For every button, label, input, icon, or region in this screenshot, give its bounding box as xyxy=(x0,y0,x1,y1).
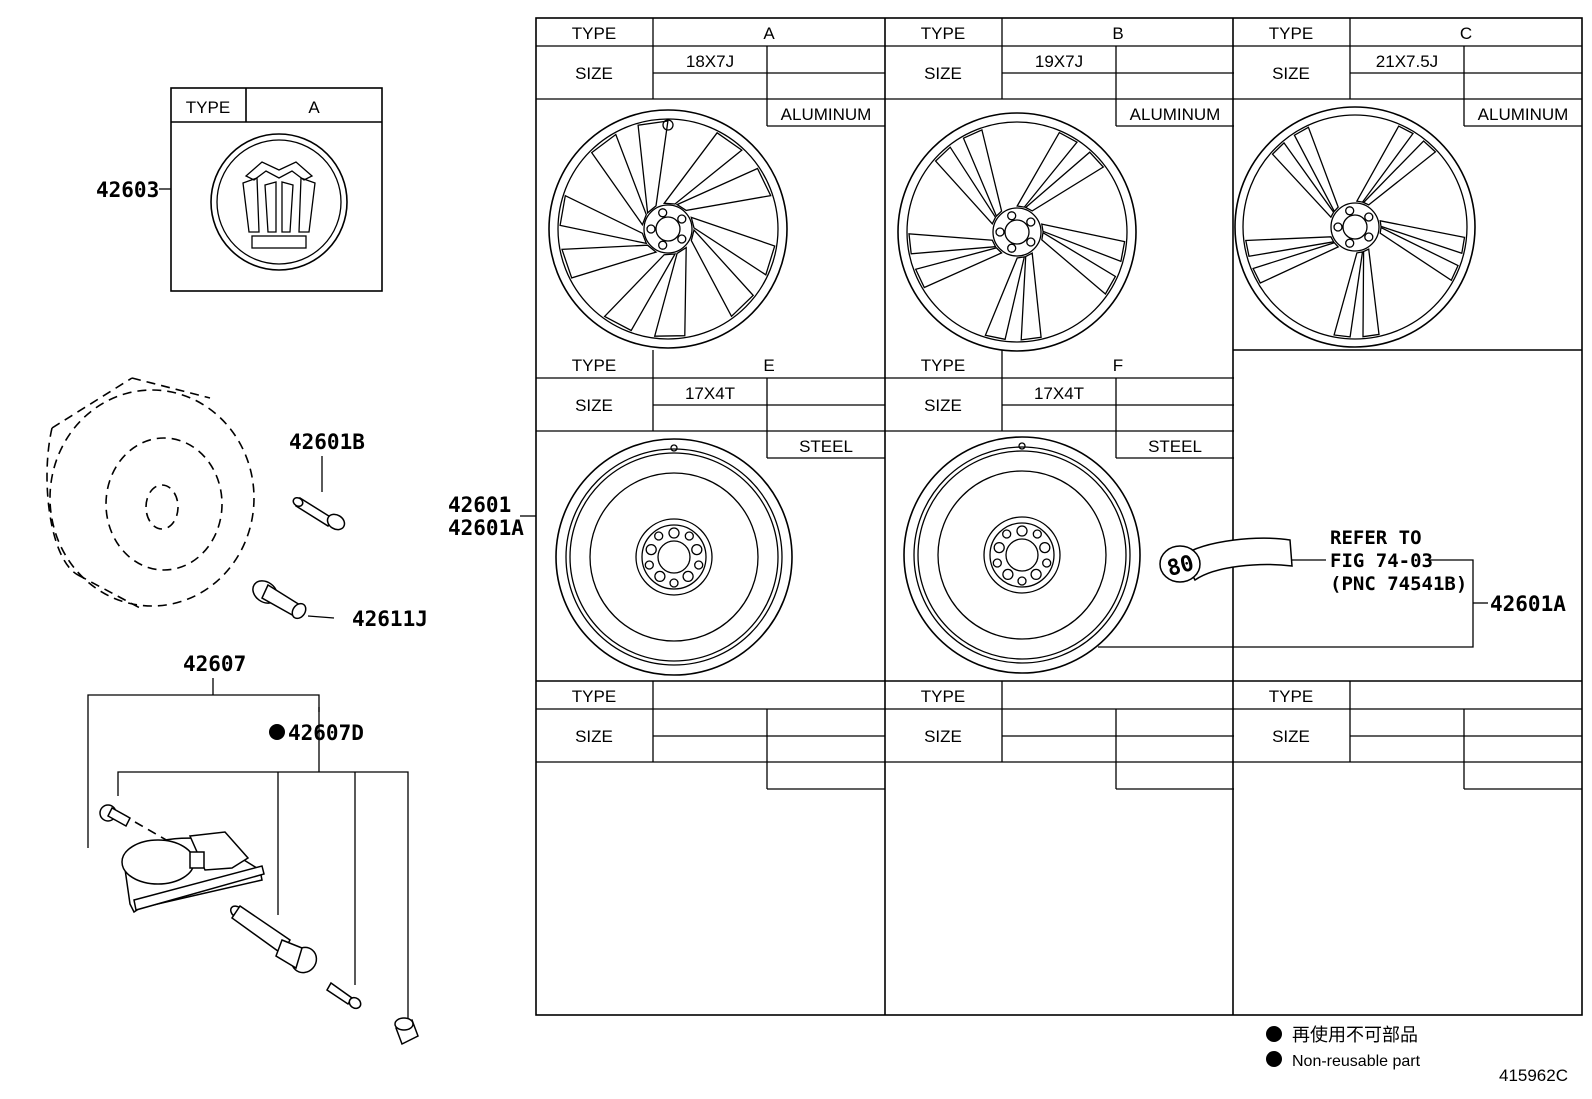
size-label: SIZE xyxy=(924,64,962,83)
part-label-42601b: 42601B xyxy=(289,430,365,454)
table-cell: TYPE SIZE A 18X7J ALUMINUM xyxy=(536,18,885,127)
material-value: STEEL xyxy=(1148,437,1202,456)
emblem-type-value: A xyxy=(308,98,320,117)
table-cell: TYPE SIZE xyxy=(885,681,1234,790)
size-label: SIZE xyxy=(924,727,962,746)
legend-dot-icon xyxy=(1266,1051,1282,1067)
refer-line-3: (PNC 74541B) xyxy=(1330,573,1467,595)
part-label-42601a: 42601A xyxy=(448,516,524,540)
wheel-b-illustration xyxy=(897,112,1137,352)
tpms-leader-lines xyxy=(87,678,409,1030)
type-label: TYPE xyxy=(1269,687,1313,706)
part-label-42603: 42603 xyxy=(96,178,159,202)
material-value: STEEL xyxy=(799,437,853,456)
valve-stem-icon xyxy=(252,580,335,620)
table-cell: TYPE SIZE xyxy=(1233,681,1582,790)
part-label-42601: 42601 xyxy=(448,493,511,517)
material-value: ALUMINUM xyxy=(1478,105,1569,124)
type-label: TYPE xyxy=(572,356,616,375)
size-value: 17X4T xyxy=(685,384,735,403)
refer-line-2: FIG 74-03 xyxy=(1330,550,1433,572)
non-reusable-dot-icon xyxy=(269,724,285,740)
size-label: SIZE xyxy=(1272,64,1310,83)
wheel-type-table xyxy=(535,17,1583,1016)
type-value: B xyxy=(1112,24,1123,43)
material-value: ALUMINUM xyxy=(1130,105,1221,124)
spare-tire-warning-tag-icon: 80 xyxy=(1159,537,1293,583)
valve-cap-icon xyxy=(394,1017,419,1046)
crown-emblem-icon xyxy=(210,133,348,271)
emblem-box: TYPE A xyxy=(170,87,383,292)
tire-outline-icon xyxy=(46,377,255,609)
size-label: SIZE xyxy=(575,727,613,746)
emblem-type-label: TYPE xyxy=(186,98,230,117)
type-value: A xyxy=(763,24,775,43)
size-label: SIZE xyxy=(575,64,613,83)
hub-bolt-icon xyxy=(292,496,346,531)
type-label: TYPE xyxy=(921,356,965,375)
type-label: TYPE xyxy=(921,687,965,706)
table-cell: TYPE SIZE C 21X7.5J ALUMINUM xyxy=(1233,18,1582,127)
type-value: E xyxy=(763,356,774,375)
tpms-valve-icon xyxy=(229,904,318,974)
table-cell: TYPE SIZE B 19X7J ALUMINUM xyxy=(885,18,1234,127)
wheel-e-illustration xyxy=(555,438,793,676)
part-label-42601a-spare: 42601A xyxy=(1490,592,1566,616)
type-label: TYPE xyxy=(1269,24,1313,43)
size-label: SIZE xyxy=(924,396,962,415)
part-label-42607d: 42607D xyxy=(288,721,364,745)
table-cell: TYPE SIZE E 17X4T STEEL xyxy=(536,350,885,459)
size-value: 21X7.5J xyxy=(1376,52,1438,71)
material-value: ALUMINUM xyxy=(781,105,872,124)
part-label-42607: 42607 xyxy=(183,652,246,676)
legend-en: Non-reusable part xyxy=(1292,1053,1421,1070)
figure-id: 415962C xyxy=(1499,1066,1568,1085)
tpms-sensor-icon xyxy=(99,804,265,914)
legend-dot-icon xyxy=(1266,1026,1282,1042)
type-label: TYPE xyxy=(572,687,616,706)
type-label: TYPE xyxy=(921,24,965,43)
table-cell: TYPE SIZE F 17X4T STEEL xyxy=(885,350,1234,459)
wheel-a-illustration xyxy=(548,109,788,349)
type-label: TYPE xyxy=(572,24,616,43)
valve-core-icon xyxy=(326,981,362,1010)
type-value: F xyxy=(1113,356,1123,375)
type-value: C xyxy=(1460,24,1472,43)
size-label: SIZE xyxy=(575,396,613,415)
legend-jp: 再使用不可部品 xyxy=(1292,1025,1418,1045)
wheel-f-illustration xyxy=(903,436,1141,674)
refer-line-1: REFER TO xyxy=(1330,527,1422,549)
size-value: 17X4T xyxy=(1034,384,1084,403)
table-cell: TYPE SIZE xyxy=(536,681,885,790)
part-label-42611j: 42611J xyxy=(352,607,428,631)
size-value: 18X7J xyxy=(686,52,734,71)
wheel-c-illustration xyxy=(1234,106,1476,348)
size-value: 19X7J xyxy=(1035,52,1083,71)
size-label: SIZE xyxy=(1272,727,1310,746)
